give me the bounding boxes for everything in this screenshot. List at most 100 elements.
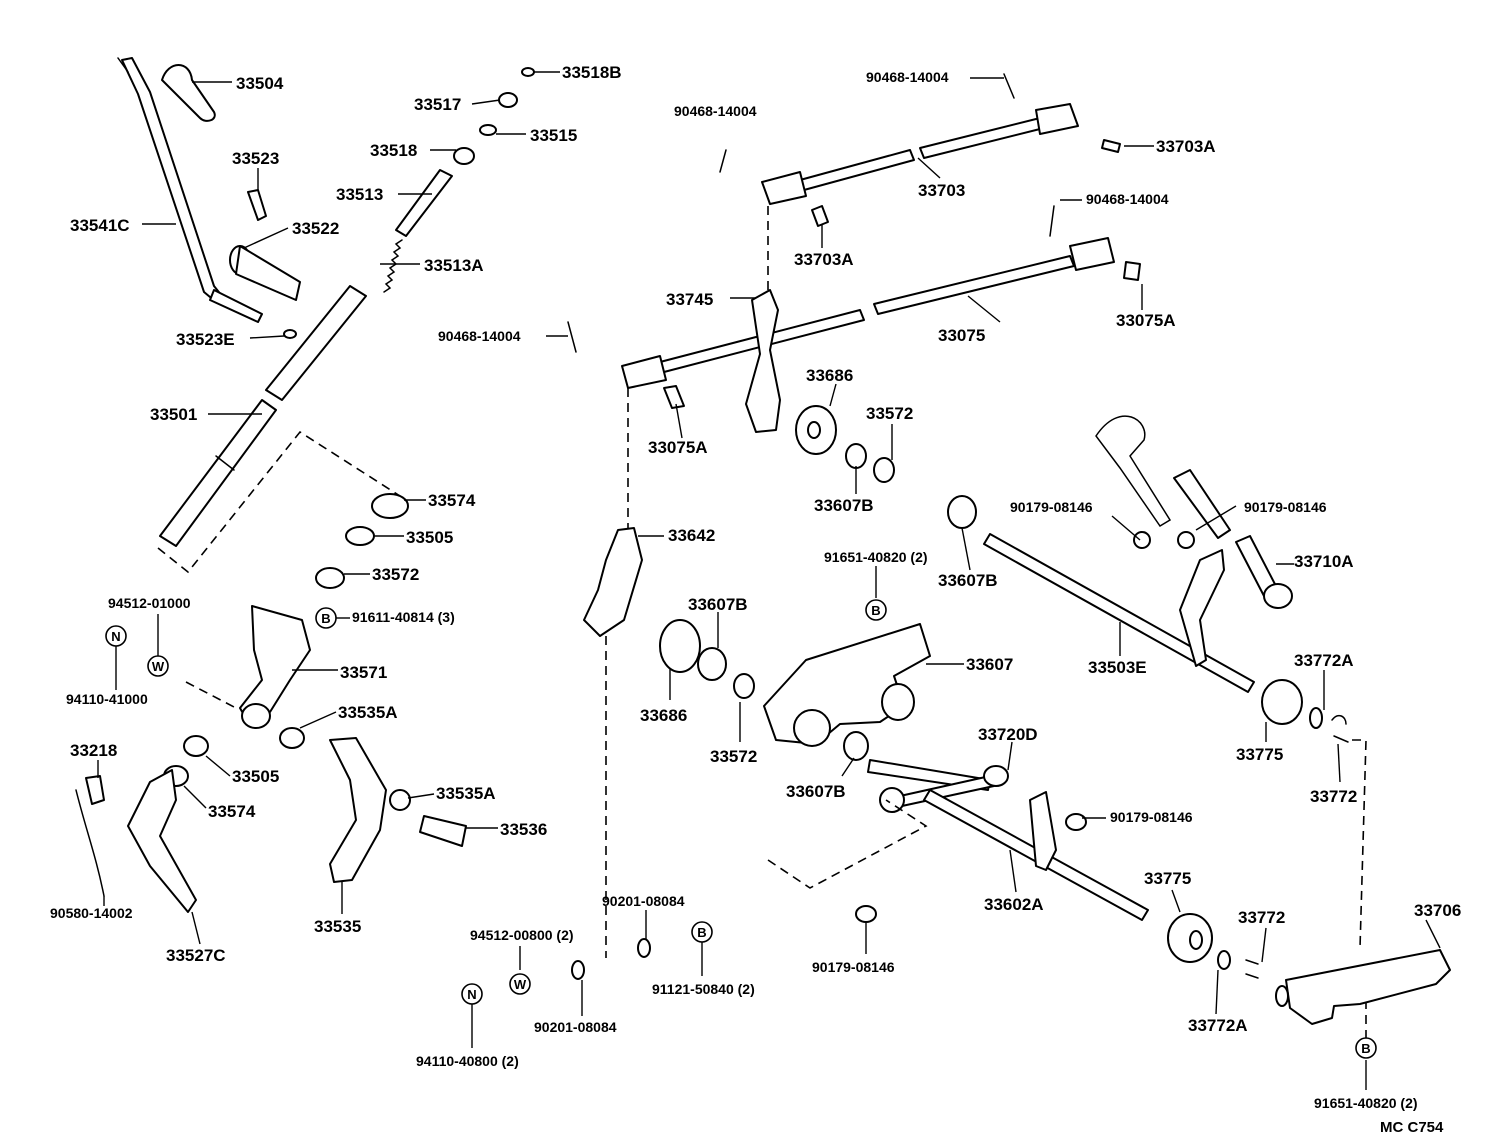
arm-33745 [745,289,781,433]
part-label: 33541C [70,216,130,235]
shift-lever-33541C [121,57,223,303]
part-label: 33501 [150,405,197,424]
shift-lever-group [75,57,535,913]
part-label: 33607B [814,496,874,515]
part-label: 33075 [938,326,985,345]
shift-rods-group [567,73,1141,958]
bolt-symbol [865,599,887,621]
part-label: 90179-08146 [1010,499,1093,515]
part-label: 33515 [530,126,577,145]
part-label: 33703 [918,181,965,200]
bracket-33706-group [1167,913,1451,1025]
part-label: 90580-14002 [50,905,133,921]
lever-33527C [127,769,197,913]
washer-33515 [479,124,497,136]
part-label: 33572 [866,404,913,423]
svg-text:B: B [697,925,706,940]
part-label: 33503E [1088,658,1147,677]
svg-text:W: W [152,659,165,674]
svg-text:B: B [321,611,330,626]
part-label: 33772 [1310,787,1357,806]
part-label: 33536 [500,820,547,839]
part-label: 33686 [806,366,853,385]
bracket-33607 [763,623,931,745]
bushing-33574 [371,493,409,519]
lever-33535 [329,737,387,883]
clip-33518B [521,67,535,77]
part-label: 33535A [436,784,496,803]
leader-lines [97,71,1441,1090]
part-label: 33518B [562,63,622,82]
shaft-33503E-group [947,415,1367,1040]
bushing-33535A [279,727,305,749]
shift-knob-33504 [161,64,216,122]
part-label: 33505 [232,767,279,786]
bushing-33572 [315,567,345,589]
head-33518 [453,147,475,165]
shift-rod-33703 [799,149,915,191]
part-label: 91611-40814 (3) [352,609,455,625]
part-label: 33523 [232,149,279,168]
svg-text:W: W [514,977,527,992]
part-label: 33602A [984,895,1044,914]
washer-symbol [509,973,531,995]
svg-text:B: B [871,603,880,618]
part-label: 33703A [1156,137,1216,156]
arm-33642 [583,527,643,637]
fastener-symbols: B W N B B W N B [105,599,1377,1059]
bolt-symbol [1355,1037,1377,1059]
pin-33536 [419,815,467,847]
part-label: 33706 [1414,901,1461,920]
part-label: 33745 [666,290,713,309]
lower-fasteners-group [571,938,651,980]
svg-text:N: N [467,987,476,1002]
part-label: 94512-01000 [108,595,191,611]
part-label: 33607B [688,595,748,614]
clip-33523E [283,329,297,339]
part-label: 33686 [640,706,687,725]
part-label: 91651-40820 (2) [824,549,928,565]
part-label: 33775 [1144,869,1191,888]
part-label: 90179-08146 [1110,809,1193,825]
part-label: 33535 [314,917,361,936]
part-label: 90179-08146 [1244,499,1327,515]
part-label: 33703A [794,250,854,269]
part-label: 91651-40820 (2) [1314,1095,1418,1111]
bolt-33523 [247,189,267,221]
part-label: 94512-00800 (2) [470,927,574,943]
bolt-symbol [315,607,337,629]
part-label: 90468-14004 [1086,191,1169,207]
bushing-33505 [345,526,375,546]
part-label: 94110-41000 [66,691,148,707]
part-label: 33772A [1294,651,1354,670]
part-label: 90468-14004 [438,328,521,344]
nut-symbol [105,625,127,647]
part-label: 33572 [372,565,419,584]
part-label: 33517 [414,95,461,114]
part-label: 33607B [938,571,998,590]
part-label: 33572 [710,747,757,766]
part-label: 33642 [668,526,715,545]
nut-symbol [461,983,483,1005]
part-label: 33607B [786,782,846,801]
bracket-33607-group [659,619,1149,923]
part-label: 33710A [1294,552,1354,571]
washer-symbol [147,655,169,677]
part-label: 90179-08146 [812,959,895,975]
shaft-33503E [983,533,1255,693]
rod-33513 [395,169,453,237]
part-label: 33772 [1238,908,1285,927]
bolt-33218 [85,775,105,805]
bolt-symbol [691,921,713,943]
part-label: 33607 [966,655,1013,674]
part-label: 33775 [1236,745,1283,764]
part-label: 33574 [208,802,256,821]
part-label: 33772A [1188,1016,1248,1035]
part-label: 33504 [236,74,284,93]
svg-text:N: N [111,629,120,644]
part-label: 90468-14004 [674,103,757,119]
part-labels: 33504 33518B 33517 33515 33518 33523 335… [50,63,1461,1136]
washer-33517 [498,92,518,108]
shift-tube-33501 [265,285,367,401]
